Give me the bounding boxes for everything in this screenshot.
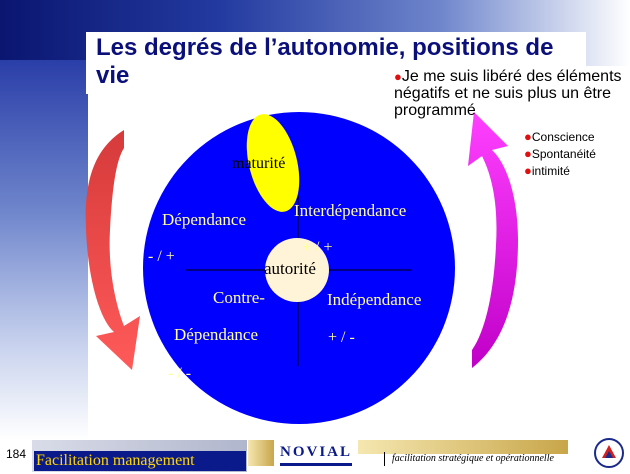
main-bullet: ●Je me suis libéré des éléments négatifs… <box>394 68 624 119</box>
sub-bullet-spontaneite: ●Spontanéité <box>524 146 596 161</box>
footer-tagline: facilitation stratégique et opérationnel… <box>392 453 554 464</box>
bullet-dot-icon: ● <box>394 69 402 84</box>
footer-gold-bar <box>358 440 568 454</box>
bullet-dot-icon: ● <box>524 146 532 161</box>
footer-left-text: Facilitation management <box>34 451 246 471</box>
footer-separator <box>384 452 385 466</box>
left-curved-arrow <box>85 130 140 370</box>
center-label: autorité <box>264 259 316 278</box>
sub-bullet-intimite: ●intimité <box>524 163 570 178</box>
quadrant-dependance: Dépendance <box>162 210 246 229</box>
maturity-label: maturité <box>232 155 285 172</box>
bullet-dot-icon: ● <box>524 163 532 178</box>
page-number: 184 <box>6 447 27 461</box>
brand-logo-icon <box>594 438 624 468</box>
quadrant-contre-dependance: Contre- Dépendance <box>174 288 269 344</box>
right-curved-arrow <box>468 112 518 368</box>
sign-bottom-left: - / - <box>168 365 191 382</box>
maturity-ellipse <box>246 114 300 212</box>
main-bullet-text: Je me suis libéré des éléments négatifs … <box>394 68 622 119</box>
left-gradient-band <box>0 60 88 440</box>
sign-top-right: + / + <box>302 239 333 256</box>
center-circle <box>265 238 329 302</box>
title-box <box>86 32 586 94</box>
sub-bullet-conscience: ●Conscience <box>524 129 595 144</box>
slide-title: Les degrés de l’autonomie, positions de … <box>96 34 554 89</box>
quadrant-interdependance: Interdépendance <box>294 201 406 220</box>
sign-top-left: - / + <box>148 248 175 265</box>
sign-bottom-right: + / - <box>328 329 355 346</box>
bullet-dot-icon: ● <box>524 129 532 144</box>
brand-name: NOVIAL <box>280 444 353 460</box>
brand-underline <box>280 463 352 466</box>
footer-gold-block <box>248 440 274 466</box>
quadrant-independance: Indépendance <box>327 290 421 309</box>
